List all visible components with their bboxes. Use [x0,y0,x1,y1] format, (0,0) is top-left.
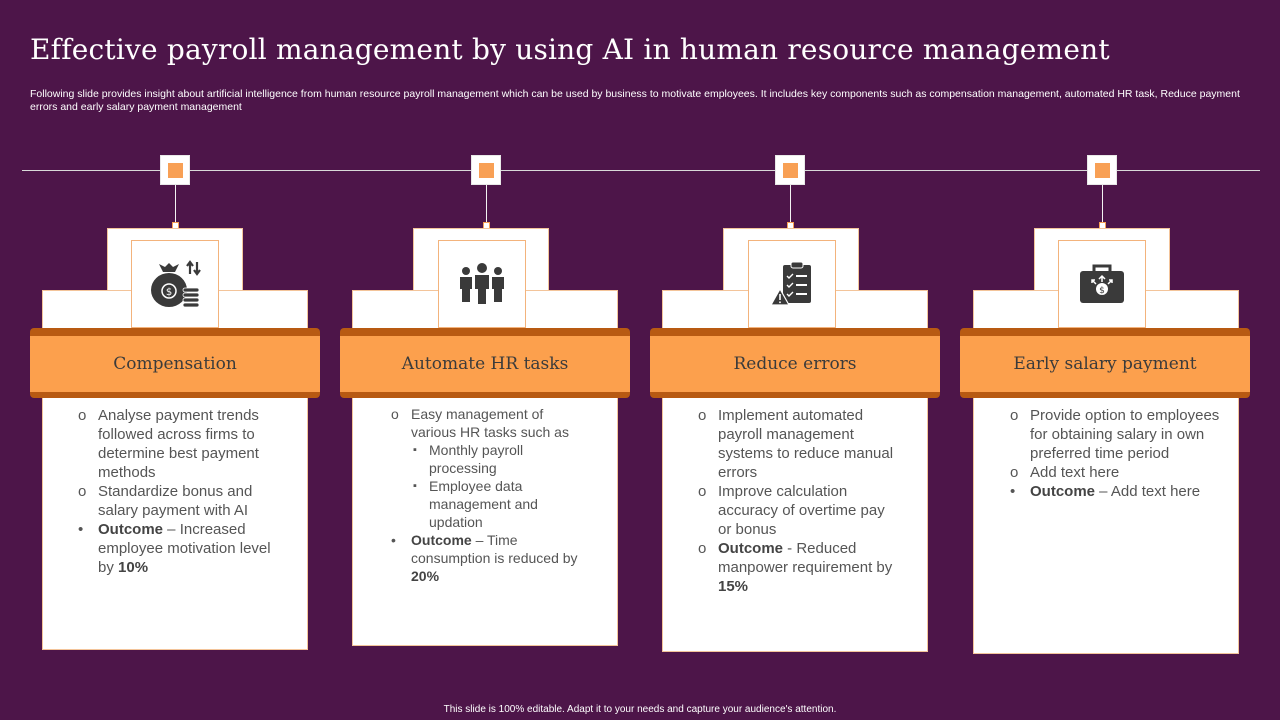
timeline-node [160,155,190,185]
team-people-icon [438,240,526,328]
slide-title: Effective payroll management by using AI… [30,33,1110,66]
card-title-reduce-errors: Reduce errors [650,336,940,392]
card-title-early-salary: Early salary payment [960,336,1250,392]
svg-text:$: $ [166,287,172,298]
checklist-warning-icon [748,240,836,328]
timeline-node [1087,155,1117,185]
sub-list-item: ▪Monthly payroll processing [413,442,524,476]
sub-list-item: ▪Employee data management and updation [413,478,538,530]
timeline-node [775,155,805,185]
svg-text:$: $ [1099,286,1105,296]
list-item: •Outcome – Increased employee motivation… [78,521,271,576]
timeline-stem [175,185,176,225]
slide-subtitle: Following slide provides insight about a… [30,88,1240,113]
briefcase-money-icon: $ [1058,240,1146,328]
card-title-automate-hr: Automate HR tasks [340,336,630,392]
timeline-line [22,170,1260,171]
list-item: •Outcome – Add text here [1010,483,1201,500]
slide-footer: This slide is 100% editable. Adapt it to… [443,704,837,715]
timeline-node [471,155,501,185]
timeline-stem [1102,185,1103,225]
timeline-stem [486,185,487,225]
list-item: •Outcome – Time consumption is reduced b… [391,532,578,584]
card-title-compensation: Compensation [30,336,320,392]
money-bag-coins-icon: $ [131,240,219,328]
timeline-stem [790,185,791,225]
